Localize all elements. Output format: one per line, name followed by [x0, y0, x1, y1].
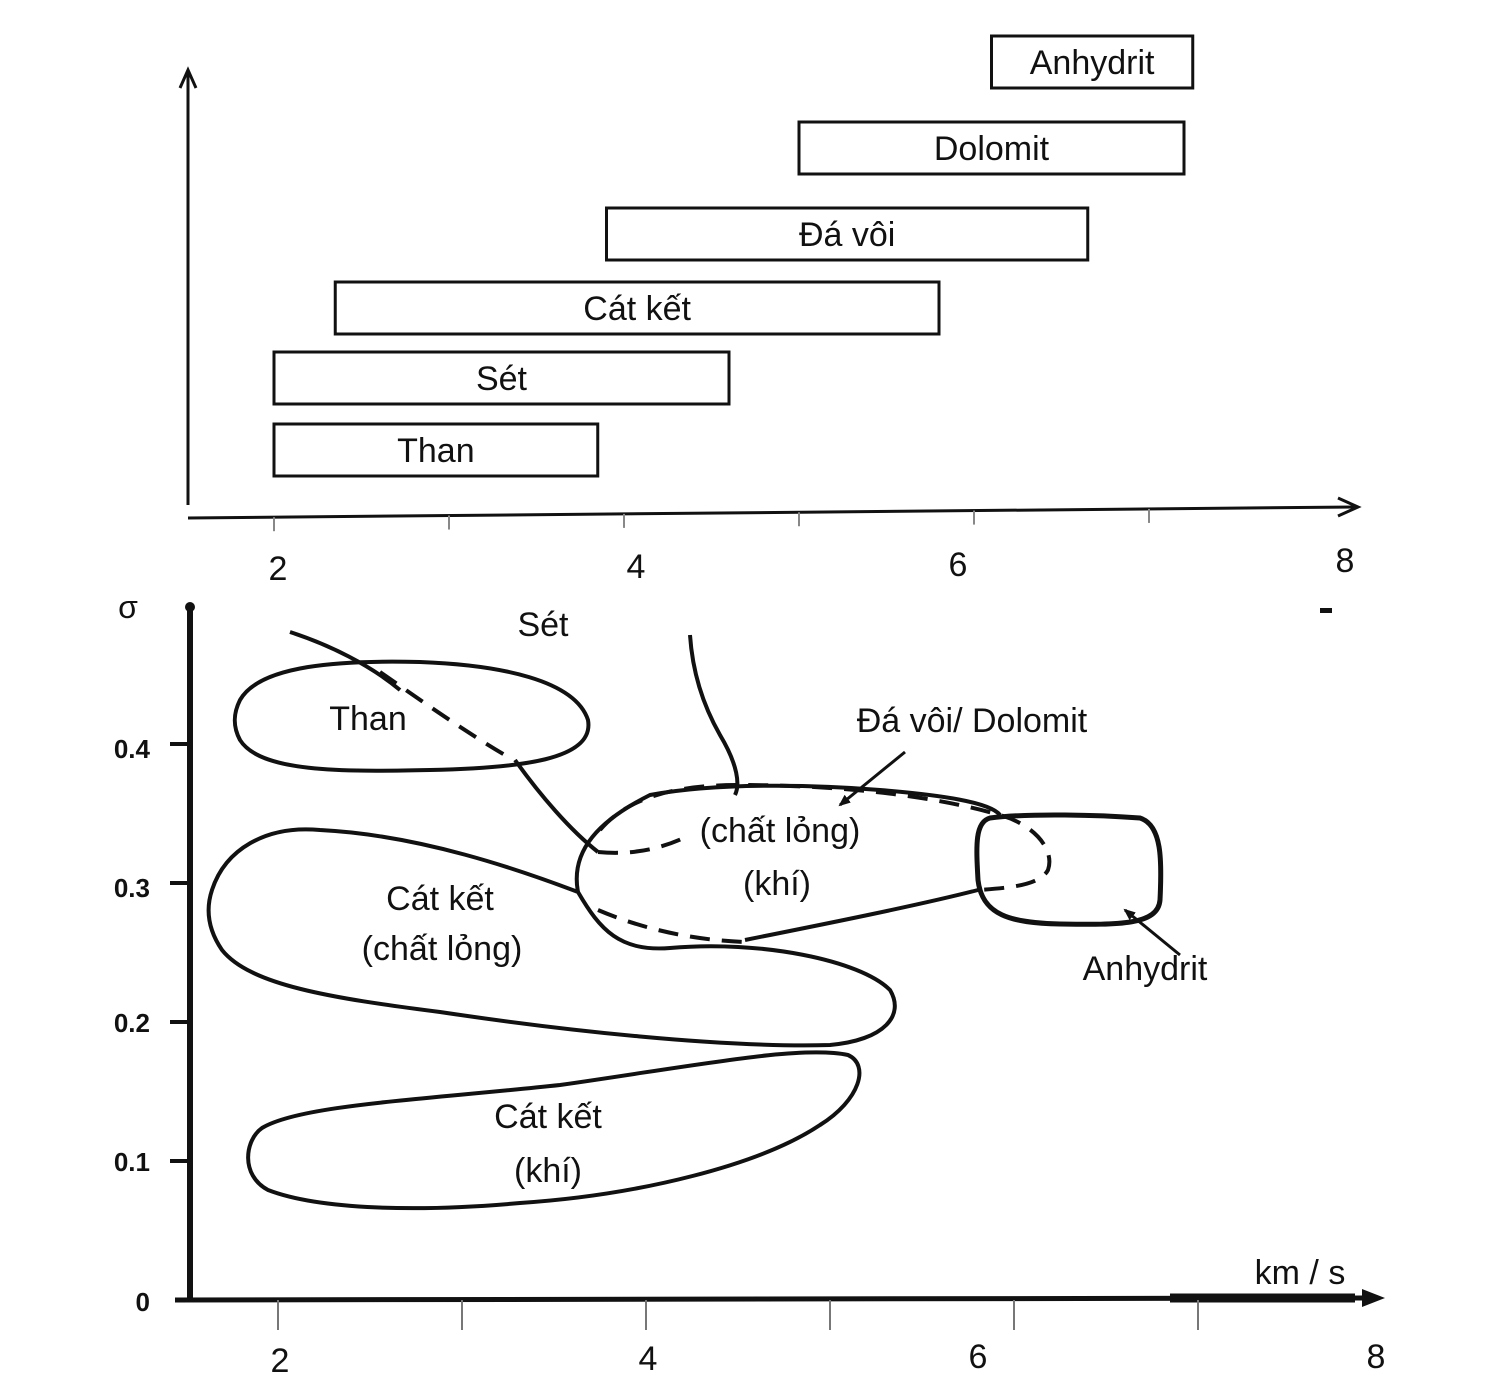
range-bar-label: Dolomit	[934, 130, 1050, 168]
shale-curve-left	[289, 630, 600, 854]
range-bar	[990, 34, 1195, 90]
bottom-x-tick-label: 2	[271, 1342, 290, 1378]
region-sandstone-gas	[246, 1050, 862, 1211]
region-label: Anhydrit	[1083, 950, 1208, 988]
region-label: Cát kết	[494, 1098, 602, 1136]
top-x-tick-label: 2	[269, 550, 288, 588]
bottom-x-ticks	[277, 1300, 1199, 1330]
range-bar-label: Sét	[476, 360, 528, 398]
shale-curve-right	[688, 634, 740, 796]
region-sublabel: (chất lỏng)	[362, 930, 523, 968]
region-sublabel: (khí)	[743, 865, 811, 903]
top-x-tick-label: 4	[627, 548, 646, 586]
bottom-x-axis-arrow	[1362, 1289, 1385, 1307]
top-y-axis-arrow	[178, 66, 198, 89]
range-bar	[333, 280, 941, 336]
range-bar	[797, 120, 1186, 176]
bottom-y-tick-label: 0.2	[114, 1008, 150, 1038]
region-carbonate-dashed	[597, 782, 1052, 944]
region-than	[232, 659, 591, 773]
shale-dashed-curve	[378, 670, 511, 760]
top-x-tick-label: 8	[1336, 542, 1355, 580]
range-bar	[272, 422, 600, 478]
bottom-y-tick-label: 0	[136, 1287, 150, 1317]
bottom-chart: 2 4 6 8 0.4 0.3 0.2 0.1 0 σ km / s Than	[114, 589, 1386, 1378]
region-label: (chất lỏng)	[700, 812, 861, 850]
range-bar-label: Than	[397, 432, 475, 470]
range-bar-label: Đá vôi	[799, 216, 895, 254]
annotation-label: Sét	[517, 606, 569, 644]
x-axis-label: km / s	[1255, 1254, 1346, 1292]
range-bar-label: Anhydrit	[1030, 44, 1155, 82]
range-bar	[605, 206, 1090, 262]
top-x-axis	[187, 505, 1356, 520]
carbonate-arrow	[838, 750, 906, 807]
region-sandstone-liquid	[206, 827, 897, 1048]
bottom-y-tick-label: 0.4	[114, 734, 151, 764]
bottom-y-axis-top	[185, 602, 195, 612]
region-carbonate-solid	[574, 783, 1002, 942]
top-x-ticks	[273, 508, 1150, 532]
bottom-x-tick-label: 8	[1367, 1338, 1386, 1376]
region-label: Than	[329, 700, 407, 738]
bottom-x-tick-label: 6	[969, 1338, 988, 1376]
bottom-y-ticks	[170, 742, 190, 1163]
range-bar-label: Cát kết	[583, 290, 691, 328]
region-label: Cát kết	[386, 880, 494, 918]
top-x-axis-arrow	[1337, 496, 1362, 518]
anhydrite-arrow	[1123, 908, 1181, 957]
annotation-label: Đá vôi/ Dolomit	[857, 702, 1088, 740]
bottom-y-tick-label: 0.3	[114, 873, 150, 903]
region-sublabel: (khí)	[514, 1152, 582, 1190]
stray-mark	[1320, 608, 1332, 613]
bottom-x-tick-label: 4	[639, 1340, 658, 1378]
shale-dashed-bottom	[597, 833, 691, 855]
top-x-tick-label: 6	[949, 546, 968, 584]
y-axis-label: σ	[118, 589, 138, 625]
bottom-y-tick-label: 0.1	[114, 1147, 150, 1177]
region-anhydrite	[974, 812, 1164, 927]
range-bar	[272, 350, 731, 406]
